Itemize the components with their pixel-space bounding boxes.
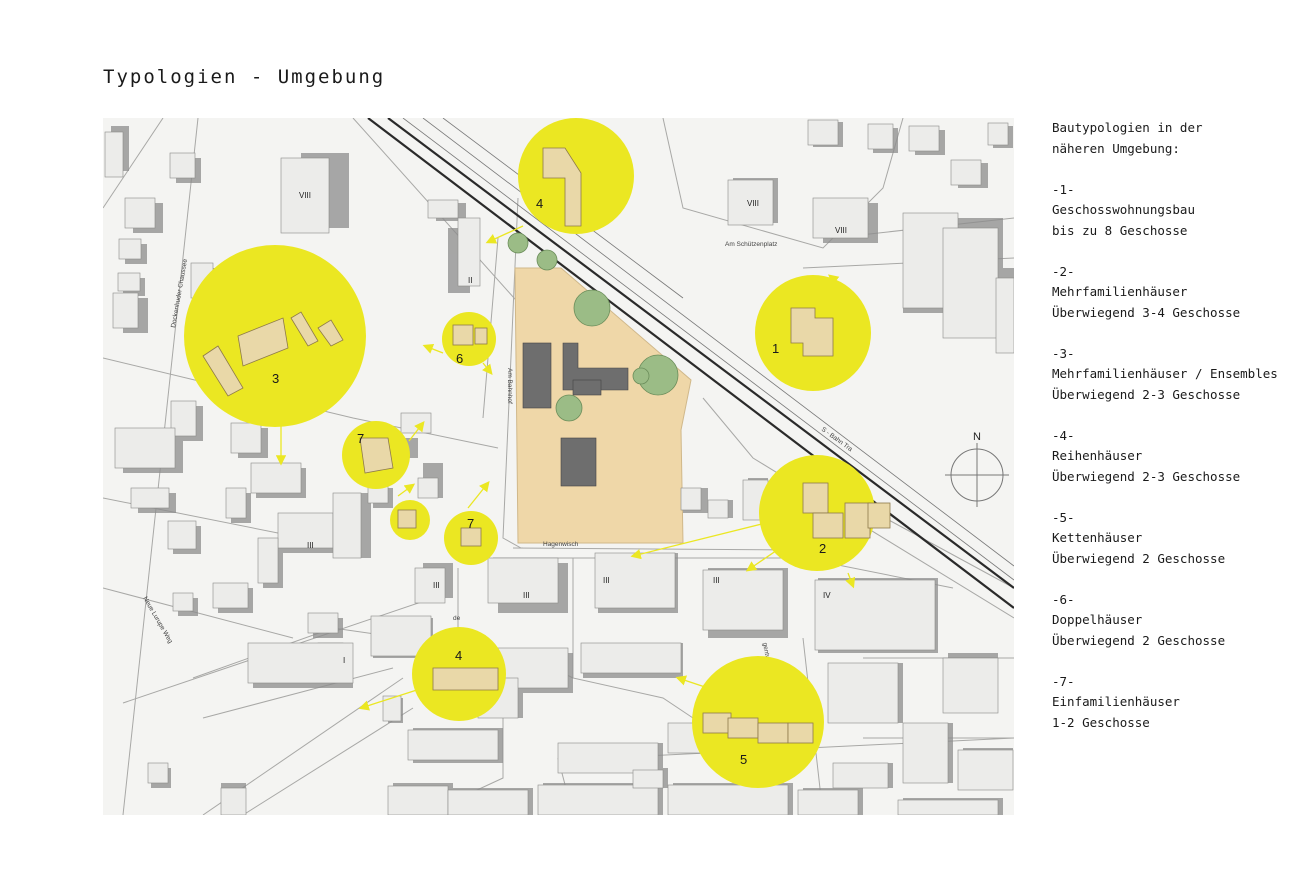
legend-item-number: -2- (1052, 263, 1075, 279)
legend-item-line: Reihenhäuser (1052, 448, 1143, 463)
typology-connectors (275, 225, 856, 711)
legend-intro-line: näheren Umgebung: (1052, 140, 1180, 156)
surrounding-buildings (104, 119, 1014, 815)
svg-text:1: 1 (772, 341, 779, 356)
legend-item-line: 1-2 Geschosse (1052, 714, 1150, 730)
svg-text:5: 5 (740, 752, 747, 767)
svg-text:III: III (713, 576, 720, 585)
svg-text:VIII: VIII (747, 199, 759, 208)
svg-text:gentwete: gentwete (761, 642, 773, 670)
legend-item-number: -1- (1052, 181, 1075, 197)
storey-labels: VIII VIII VIII III III III III III IV II… (299, 191, 847, 665)
legend-item-line: Geschosswohnungsbau (1052, 202, 1195, 217)
svg-text:7: 7 (467, 516, 474, 531)
legend-item-line: Überwiegend 2 Geschosse (1052, 632, 1226, 648)
legend-item-line: Mehrfamilienhäuser / Ensembles (1052, 366, 1278, 381)
trees (507, 232, 679, 422)
legend-item-number: -3- (1052, 345, 1075, 361)
legend-item-number: -4- (1052, 427, 1075, 443)
legend-item-line: Einfamilienhäuser (1052, 694, 1180, 709)
legend-item-line: Überwiegend 3-4 Geschosse (1052, 304, 1241, 320)
svg-text:VIII: VIII (299, 191, 311, 200)
svg-text:6: 6 (456, 351, 463, 366)
svg-text:III: III (307, 541, 314, 550)
svg-text:3: 3 (272, 371, 279, 386)
legend-item-number: -6- (1052, 591, 1075, 607)
legend-item-line: bis zu 8 Geschosse (1052, 222, 1188, 238)
svg-text:4: 4 (536, 196, 543, 211)
site-map: VIII VIII VIII III III III III III IV II… (103, 118, 1014, 815)
svg-text:I: I (343, 656, 345, 665)
legend-item-line: Überwiegend 2 Geschosse (1052, 550, 1226, 566)
svg-text:2: 2 (819, 541, 826, 556)
legend-intro-line: Bautypologien in der (1052, 120, 1203, 135)
svg-text:N: N (973, 431, 981, 443)
svg-text:II: II (468, 276, 472, 285)
typology-numbers: 4 1 3 6 7 7 2 4 5 (272, 196, 826, 767)
svg-text:7: 7 (357, 431, 364, 446)
page-title: Typologien - Umgebung (103, 66, 386, 88)
svg-text:III: III (433, 581, 440, 590)
svg-text:III: III (523, 591, 530, 600)
svg-text:IV: IV (823, 591, 831, 600)
svg-text:VIII: VIII (835, 226, 847, 235)
svg-text:III: III (603, 576, 610, 585)
svg-text:de: de (453, 615, 461, 622)
legend-item-line: Doppelhäuser (1052, 612, 1143, 627)
svg-text:4: 4 (455, 648, 462, 663)
legend-item-line: Mehrfamilienhäuser (1052, 284, 1188, 299)
legend-item-line: Überwiegend 2-3 Geschosse (1052, 386, 1241, 402)
svg-text:Am Bahnhof: Am Bahnhof (506, 368, 513, 404)
development-site (514, 267, 692, 544)
legend-item-number: -5- (1052, 509, 1075, 525)
svg-text:Neue Lurupe Weg: Neue Lurupe Weg (141, 596, 174, 645)
legend-item-line: Kettenhäuser (1052, 530, 1143, 545)
north-arrow: N (945, 431, 1009, 507)
svg-text:Am Schützenplatz: Am Schützenplatz (725, 241, 777, 248)
svg-text:S - Bahn Tra: S - Bahn Tra (820, 426, 854, 453)
legend-item-line: Überwiegend 2-3 Geschosse (1052, 468, 1241, 484)
legend-item-number: -7- (1052, 673, 1075, 689)
railway-tracks (367, 118, 1014, 609)
svg-text:Hagenwisch: Hagenwisch (543, 541, 579, 548)
typology-legend: Bautypologien in der näheren Umgebung: -… (1052, 118, 1278, 733)
